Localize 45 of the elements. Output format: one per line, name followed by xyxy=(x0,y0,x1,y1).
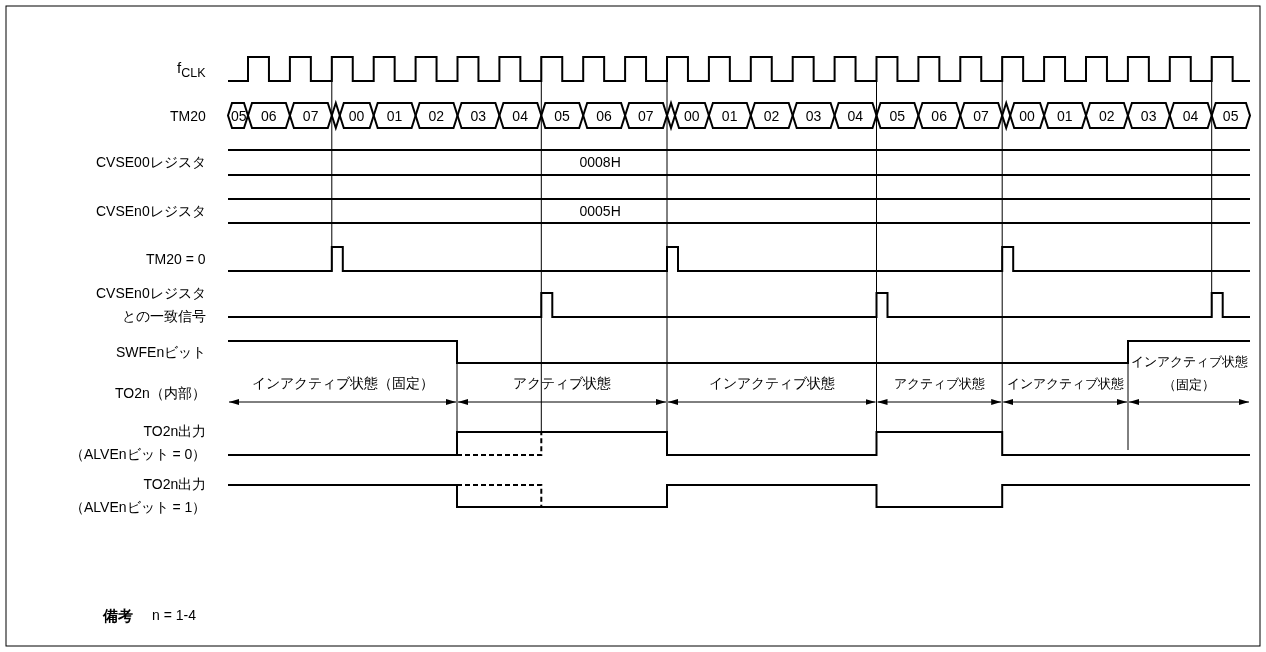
bus-value: 02 xyxy=(1098,106,1115,126)
bus-value: 06 xyxy=(931,106,947,126)
state-label: アクティブ状態 xyxy=(893,374,985,393)
bus-value: 05 xyxy=(554,106,570,126)
signal-name: f$_{CLK}$ xyxy=(177,57,206,82)
bus-value: 03 xyxy=(805,106,822,126)
state-label: アクティブ状態 xyxy=(513,373,611,393)
signal-name: CVSE00レジスタ xyxy=(96,152,206,172)
bus-value: 04 xyxy=(1182,106,1199,126)
bus-value: 04 xyxy=(512,106,528,126)
note-heading: 備考 xyxy=(103,605,133,626)
signal-name: TM20 xyxy=(170,106,206,126)
bus-value: 07 xyxy=(638,106,654,126)
signal-name: TO2n出力（ALVEnビット = 0） xyxy=(70,422,207,464)
bus-value: 07 xyxy=(973,106,989,126)
state-label: インアクティブ状態 xyxy=(1006,374,1124,393)
signal-name: SWFEnビット xyxy=(116,342,207,362)
bus-value: 07 xyxy=(302,106,319,126)
bus-value: 05 xyxy=(231,106,247,126)
state-label: インアクティブ状態（固定） xyxy=(251,373,434,393)
bus-value: 06 xyxy=(596,106,612,126)
register-value: 0008H xyxy=(579,152,621,172)
signal-name: TO2n出力（ALVEnビット = 1） xyxy=(70,475,207,517)
note-text: n = 1-4 xyxy=(152,605,196,625)
bus-value: 02 xyxy=(763,106,780,126)
signal-name: CVSEn0レジスタとの一致信号 xyxy=(96,284,206,326)
bus-value: 01 xyxy=(386,106,403,126)
bus-value: 04 xyxy=(847,106,864,126)
bus-value: 01 xyxy=(721,106,738,126)
register-value: 0005H xyxy=(579,201,621,221)
bus-value: 05 xyxy=(889,106,905,126)
signal-name: TM20 = 0 xyxy=(146,249,206,269)
signal-name: CVSEn0レジスタ xyxy=(96,201,206,221)
state-label: インアクティブ状態 xyxy=(708,373,835,393)
bus-value: 01 xyxy=(1057,106,1073,126)
bus-value: 00 xyxy=(1019,106,1035,126)
bus-value: 00 xyxy=(683,106,700,126)
bus-value: 02 xyxy=(428,106,445,126)
bus-value: 00 xyxy=(348,106,365,126)
bus-value: 03 xyxy=(1140,106,1157,126)
bus-value: 03 xyxy=(470,106,486,126)
bus-value: 05 xyxy=(1222,106,1239,126)
state-label: インアクティブ状態（固定） xyxy=(1130,353,1248,394)
bus-value: 06 xyxy=(260,106,277,126)
signal-name: TO2n（内部） xyxy=(115,383,206,403)
